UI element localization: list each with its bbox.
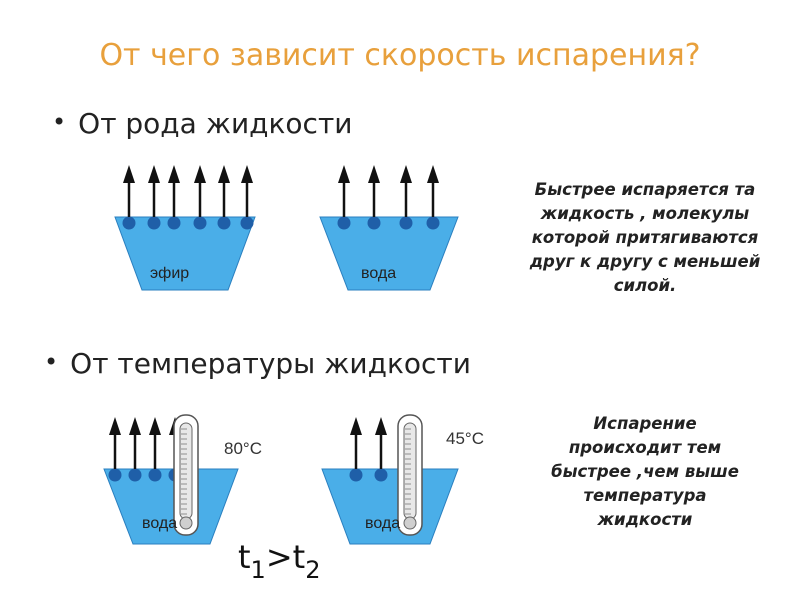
- up-arrow-icon: [123, 165, 135, 217]
- up-arrow-icon: [241, 165, 253, 217]
- arrow-head: [368, 165, 380, 183]
- arrow-head: [241, 165, 253, 183]
- formula-t2: t: [292, 538, 306, 576]
- up-arrow-icon: [129, 417, 141, 469]
- molecule: [128, 468, 142, 482]
- thermometer-scale: [403, 422, 417, 520]
- molecule: [399, 216, 413, 230]
- molecule: [337, 216, 351, 230]
- arrow-head: [148, 165, 160, 183]
- molecule: [193, 216, 207, 230]
- liquid-vessel: [103, 468, 239, 545]
- up-arrow-icon: [375, 417, 387, 469]
- molecule: [148, 468, 162, 482]
- liquid-vessel: [114, 216, 256, 291]
- molecule: [108, 468, 122, 482]
- vessel-label: эфир: [150, 265, 189, 282]
- explanation-line: быстрее ,чем выше: [551, 462, 739, 481]
- arrow-head: [109, 417, 121, 435]
- explanation-line: Быстрее испаряется та: [534, 180, 756, 199]
- thermometer-bulb: [179, 516, 193, 530]
- up-arrow-icon: [149, 417, 161, 469]
- arrow-head: [168, 165, 180, 183]
- up-arrow-icon: [350, 417, 362, 469]
- molecule: [240, 216, 254, 230]
- molecule: [374, 468, 388, 482]
- up-arrow-icon: [148, 165, 160, 217]
- explanation-line: друг к другу с меньшей: [529, 252, 761, 271]
- explanation-line: происходит тем: [568, 438, 722, 457]
- arrow-head: [400, 165, 412, 183]
- explanation-line: которой притягиваются: [531, 228, 759, 247]
- thermometer-icon: [397, 414, 423, 536]
- thermometer-icon: [173, 414, 199, 536]
- formula-sub1: 1: [250, 556, 266, 584]
- liquid-vessel: [319, 216, 459, 291]
- up-arrow-icon: [194, 165, 206, 217]
- bullet-liquid-type: • От рода жидкости: [52, 107, 352, 140]
- arrow-head: [194, 165, 206, 183]
- liquid-vessel: [321, 468, 459, 545]
- bullet-text: От рода жидкости: [78, 107, 353, 140]
- arrow-head: [218, 165, 230, 183]
- explanation-liquid-type: Быстрее испаряется та жидкость , молекул…: [500, 178, 790, 298]
- explanation-line: температура: [583, 486, 707, 505]
- arrow-head: [129, 417, 141, 435]
- bullet-temperature: • От температуры жидкости: [44, 347, 471, 380]
- explanation-line: жидкости: [597, 510, 693, 529]
- up-arrow-icon: [368, 165, 380, 217]
- thermometer-scale: [179, 422, 193, 520]
- explanation-line: жидкость , молекулы: [540, 204, 750, 223]
- explanation-temperature: Испарение происходит тем быстрее ,чем вы…: [520, 412, 770, 532]
- molecule: [426, 216, 440, 230]
- formula-t1: t: [238, 538, 251, 576]
- arrow-head: [427, 165, 439, 183]
- bullet-text: От температуры жидкости: [70, 347, 471, 380]
- temperature-formula: t1>t2: [238, 538, 320, 584]
- bullet-marker: •: [52, 108, 67, 136]
- arrow-head: [338, 165, 350, 183]
- up-arrow-icon: [109, 417, 121, 469]
- vessel-ether: эфир: [114, 165, 256, 291]
- bullet-marker: •: [44, 348, 59, 376]
- up-arrow-icon: [427, 165, 439, 217]
- temperature-label: 45°С: [446, 429, 484, 448]
- arrow-head: [149, 417, 161, 435]
- up-arrow-icon: [168, 165, 180, 217]
- up-arrow-icon: [218, 165, 230, 217]
- vessel-label: вода: [365, 515, 400, 532]
- temperature-label: 80°С: [224, 439, 262, 458]
- formula-sub2: 2: [305, 556, 321, 584]
- arrow-head: [350, 417, 362, 435]
- vessel-water: вода: [319, 165, 459, 291]
- page-title: От чего зависит скорость испарения?: [99, 38, 701, 73]
- arrow-head: [375, 417, 387, 435]
- vessel-label: вода: [361, 265, 396, 282]
- arrow-head: [123, 165, 135, 183]
- vessel-water-warm: вода 45°С: [321, 414, 484, 545]
- molecule: [147, 216, 161, 230]
- vessel-water-hot: вода 80°С: [103, 414, 262, 545]
- molecule: [217, 216, 231, 230]
- up-arrow-icon: [338, 165, 350, 217]
- vessel-label: вода: [142, 515, 177, 532]
- formula-gt: >: [265, 538, 293, 576]
- molecule: [167, 216, 181, 230]
- molecule: [349, 468, 363, 482]
- molecule: [122, 216, 136, 230]
- up-arrow-icon: [400, 165, 412, 217]
- explanation-line: силой.: [613, 276, 677, 295]
- explanation-line: Испарение: [593, 414, 697, 433]
- molecule: [367, 216, 381, 230]
- thermometer-bulb: [403, 516, 417, 530]
